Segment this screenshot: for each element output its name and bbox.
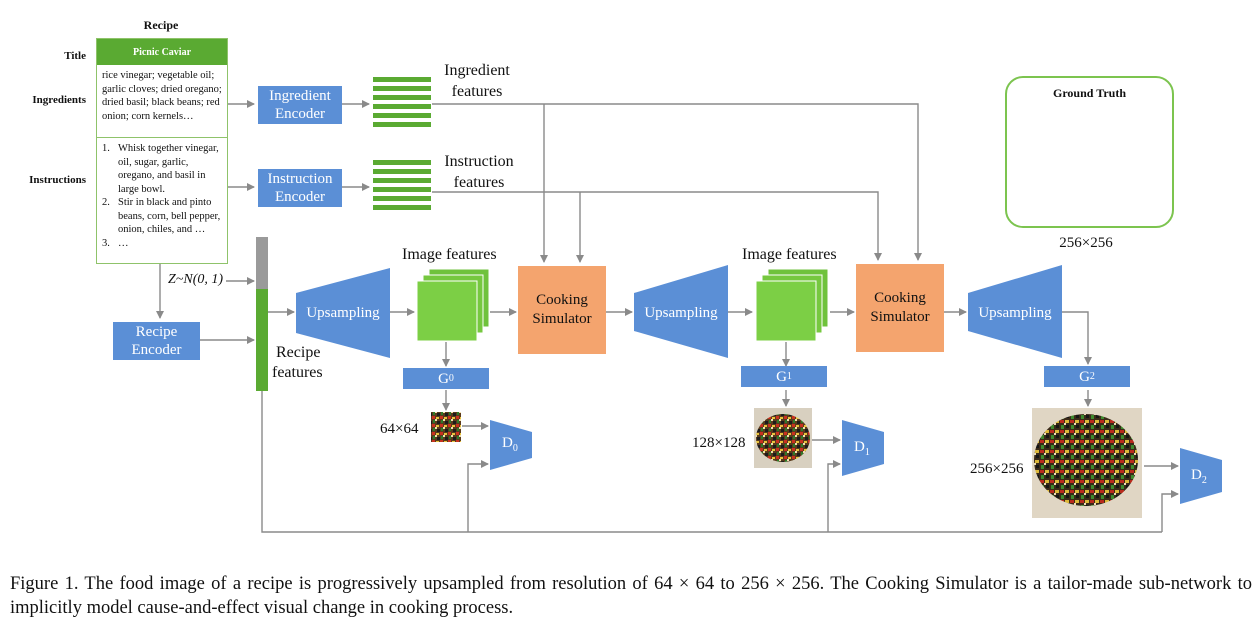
recipe-instructions: 1. Whisk together vinegar, oil, sugar, g… [97,138,227,254]
ground-truth-title: Ground Truth [1052,86,1127,100]
upsampling-block-1 [296,268,390,358]
generated-image-128 [754,408,812,468]
image-features-label-1: Image features [402,246,497,263]
figure-caption: Figure 1. The food image of a recipe is … [10,574,1252,618]
instruction-step: 1. Whisk together vinegar, oil, sugar, g… [102,143,219,195]
recipe-ingredients: rice vinegar; vegetable oil; garlic clov… [102,70,222,122]
upsampling-block-2 [634,265,728,358]
recipe-card: Picnic Caviar rice vinegar; vegetable oi… [96,38,228,264]
resolution-128: 128×128 [692,435,746,451]
generated-image-64 [431,412,461,442]
ingredient-encoder: Ingredient Encoder [258,86,342,124]
instruction-encoder: Instruction Encoder [258,169,342,207]
arrows [156,100,1179,533]
title-row-label: Title [64,50,86,62]
cooking-simulator-1: Cooking Simulator [518,266,606,354]
instruction-step: 2. Stir in black and pinto beans, corn, … [102,197,221,235]
image-features-label-2: Image features [742,246,837,263]
resolution-256: 256×256 [970,461,1024,477]
noise-label: Z~N(0, 1) [168,272,224,287]
discriminator-d1-label: D1 [854,439,870,458]
recipe-features-label-2: features [272,364,323,381]
ingredient-features-label-1: Ingredient [444,62,510,79]
discriminator-block-1 [842,420,884,476]
instruction-feature-stack [373,160,431,210]
instructions-row-label: Instructions [29,174,86,186]
image-features-stack-1 [416,268,490,342]
recipe-features-label-1: Recipe [276,344,321,361]
instruction-features-label-1: Instruction [444,153,514,170]
discriminator-d2-label: D2 [1191,467,1207,486]
discriminator-d0-label: D0 [502,435,518,454]
ingredients-row-label: Ingredients [32,94,86,106]
upsampling-label-3: Upsampling [978,305,1052,321]
noise-vector [256,237,268,289]
recipe-encoder: Recipe Encoder [113,322,200,360]
image-features-stack-2 [755,268,829,342]
instruction-features-label-2: features [453,174,505,191]
ground-truth-resolution: 256×256 [1059,235,1113,251]
resolution-64: 64×64 [380,421,419,437]
cooking-simulator-2: Cooking Simulator [856,264,944,352]
ingredient-features-label-2: features [451,83,503,100]
recipe-feature-vector [256,289,268,391]
instruction-step: 3. … [102,237,129,249]
discriminator-block-2 [1180,448,1222,504]
upsampling-block-3 [968,265,1062,358]
ingredient-feature-stack [373,77,431,127]
upsampling-label-2: Upsampling [644,305,718,321]
ground-truth-frame [1005,76,1174,228]
discriminator-block-0 [490,420,532,470]
upsampling-label-1: Upsampling [306,305,380,321]
recipe-header: Recipe [143,18,179,32]
recipe-title: Picnic Caviar [97,39,227,65]
generated-image-256 [1032,408,1142,518]
